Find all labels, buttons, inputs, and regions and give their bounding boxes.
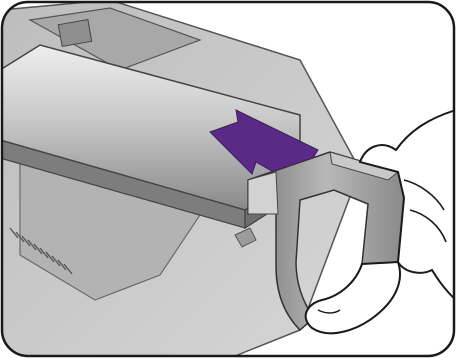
clip-front-tab (248, 172, 278, 214)
hinge-block (58, 20, 91, 47)
